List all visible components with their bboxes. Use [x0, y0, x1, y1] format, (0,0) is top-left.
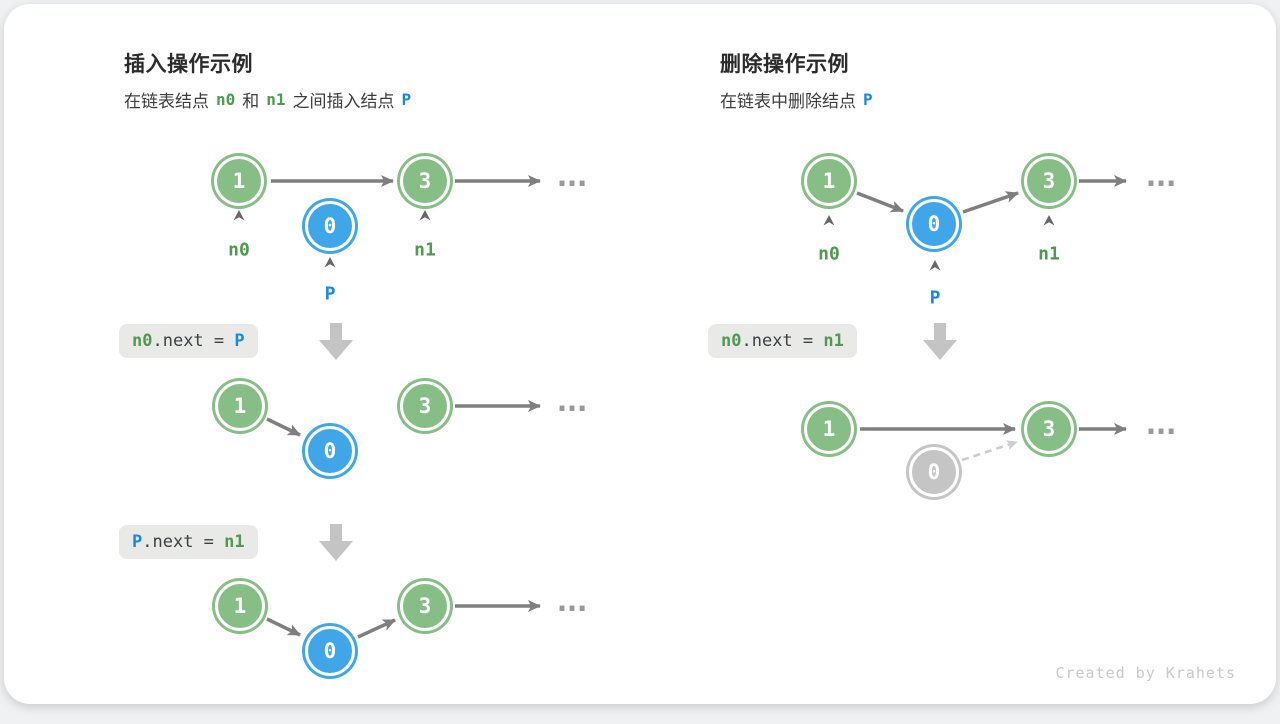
code-var: n1: [823, 331, 844, 351]
code-op: .next =: [152, 331, 235, 351]
node-p-0: 0: [305, 426, 355, 476]
caret-up-icon: [1043, 215, 1055, 226]
caret-up-icon: [929, 260, 941, 271]
label-n1: n1: [414, 239, 436, 261]
code-p-next-n1: P.next = n1: [119, 525, 258, 559]
down-block-arrow-icon: [319, 323, 353, 360]
insert-panel-subtitle: 在链表结点 n0 和 n1 之间插入结点 P: [124, 87, 418, 112]
node-1: 1: [214, 156, 264, 206]
delete-panel-title: 删除操作示例: [720, 53, 849, 76]
subtitle-text: 和: [242, 92, 260, 111]
connector-layer: [233, 175, 1127, 639]
code-n0-next-p: n0.next = P: [119, 324, 258, 358]
label-n0: n0: [818, 243, 840, 265]
label-n0: n0: [228, 239, 250, 261]
arrow-1-to-0: [266, 617, 301, 637]
subtitle-text: 在链表结点: [124, 92, 209, 111]
figure-card: 插入操作示例 在链表结点 n0 和 n1 之间插入结点 P 1 3 0 n0 n1 P .…: [4, 4, 1276, 704]
code-op: .next =: [741, 331, 824, 351]
down-block-arrow-icon: [319, 524, 353, 561]
node-p-0: 0: [305, 201, 355, 251]
arrow-1-to-0: [266, 417, 301, 437]
node-p-0: 0: [909, 199, 959, 249]
node-3: 3: [1024, 156, 1074, 206]
watermark: Created by Krahets: [1055, 664, 1236, 682]
arrow-0-to-3: [962, 191, 1019, 214]
node-1: 1: [215, 581, 265, 631]
subtitle-text: 在链表中删除结点: [720, 92, 856, 111]
node-removed-0: 0: [909, 447, 959, 497]
delete-panel-subtitle: 在链表中删除结点 P: [720, 87, 880, 112]
node-3: 3: [400, 156, 450, 206]
label-p: P: [324, 283, 336, 305]
var-n0: n0: [216, 90, 236, 109]
caret-up-icon: [823, 215, 835, 226]
code-var: P: [234, 331, 245, 351]
ellipsis: ...: [1142, 407, 1180, 442]
var-n1: n1: [266, 90, 286, 109]
dashed-arrow-removed-0-to-3: [961, 440, 1018, 462]
code-var: n0: [132, 331, 153, 351]
ellipsis: ...: [553, 384, 591, 419]
ellipsis: ...: [553, 159, 591, 194]
arrow-1-to-0: [856, 191, 904, 213]
ellipsis: ...: [553, 584, 591, 619]
var-p: P: [863, 90, 873, 109]
down-block-arrow-icon: [923, 323, 957, 360]
node-p-0: 0: [305, 626, 355, 676]
node-1: 1: [804, 156, 854, 206]
label-p: P: [929, 287, 941, 309]
subtitle-text: 之间插入结点: [292, 92, 395, 111]
code-n0-next-n1: n0.next = n1: [708, 324, 857, 358]
node-3: 3: [1024, 404, 1074, 454]
caret-up-icon: [233, 210, 245, 221]
arrow-0-to-3: [357, 618, 396, 639]
node-1: 1: [215, 381, 265, 431]
label-n1: n1: [1038, 243, 1060, 265]
node-3: 3: [400, 581, 450, 631]
code-var: n0: [721, 331, 742, 351]
caret-up-icon: [324, 257, 336, 268]
node-3: 3: [400, 381, 450, 431]
caret-up-icon: [419, 210, 431, 221]
code-var: n1: [224, 532, 245, 552]
node-1: 1: [804, 404, 854, 454]
code-var: P: [132, 532, 143, 552]
ellipsis: ...: [1142, 159, 1180, 194]
insert-panel-title: 插入操作示例: [124, 53, 253, 76]
var-p: P: [401, 90, 412, 109]
code-op: .next =: [142, 532, 225, 552]
